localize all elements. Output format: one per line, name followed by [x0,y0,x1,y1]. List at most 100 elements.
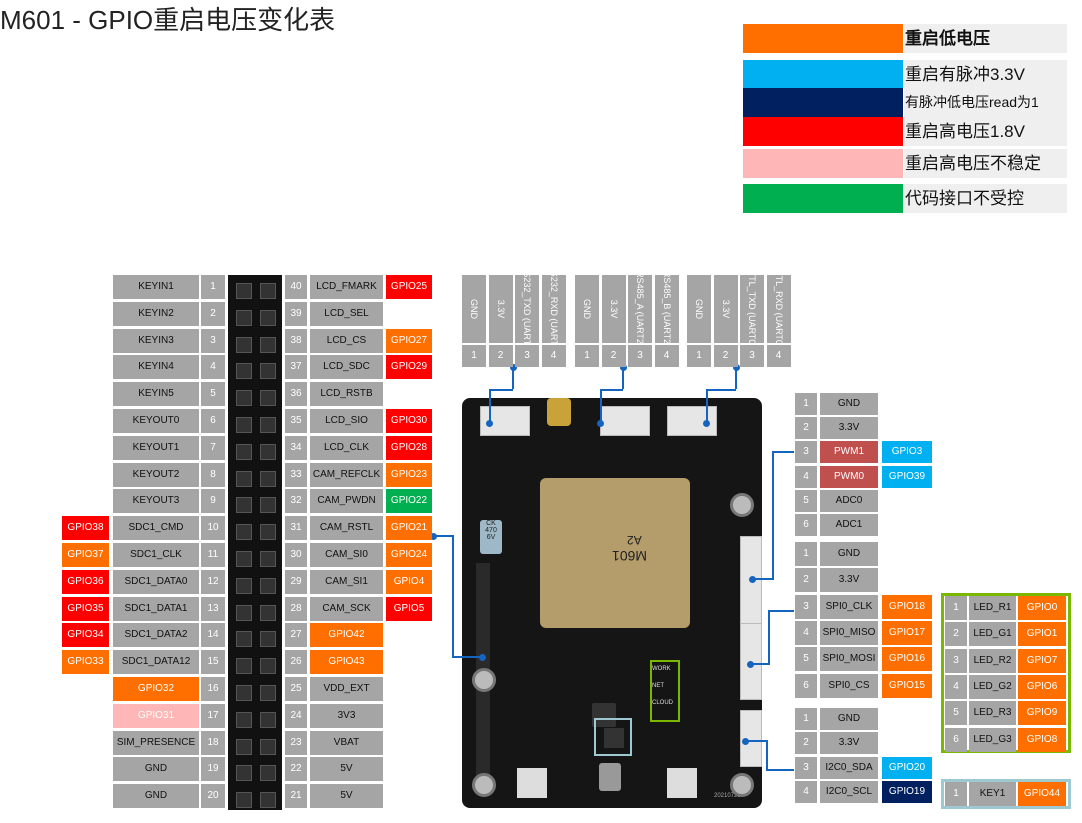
uart-header-label: GND [687,275,711,343]
header-pin [260,470,276,487]
gpio-label: GPIO22 [386,489,432,514]
pin-header-strip [228,275,282,810]
key-block-frame [941,779,1071,809]
top-connector [600,406,650,436]
header-pin [236,336,252,353]
side-connector [740,536,762,630]
pin-number: 30 [285,543,307,567]
pin-name: ADC0 [820,489,878,512]
pin-number: 19 [201,757,225,782]
wire-segment [452,535,454,657]
pin-name: LCD_SEL [310,301,383,326]
pin-number: 6 [945,727,967,752]
pin-number: 11 [201,543,225,567]
header-pin [236,631,252,648]
gpio-label: GPIO29 [386,355,432,380]
pin-name: I2C0_SCL [820,780,878,803]
wire-segment [512,367,514,389]
uart-header-label: 3.3V [713,275,738,343]
legend-swatch [743,117,903,146]
uart-pin-number: 4 [654,345,679,367]
pin-name: GPIO42 [310,623,383,648]
mount-hole [472,773,496,797]
uart-header-label: GND [462,275,486,343]
uart-header-label: 3.3V [488,275,513,343]
wire-segment [750,663,770,665]
pin-number: 12 [201,569,225,594]
header-pin [236,658,252,675]
gpio-label: GPIO39 [882,465,932,488]
pin-name: SDC1_DATA1 [113,596,199,621]
key-highlight [594,718,632,756]
wire-segment [433,535,453,537]
pin-number: 5 [795,647,817,672]
gpio-label: GPIO9 [1018,701,1066,726]
wire-dot [479,654,486,661]
pin-name: GND [820,393,878,415]
key-button [604,728,624,748]
page-title: M601 - GPIO重启电压变化表 [0,5,336,35]
gpio-label: GPIO3 [882,441,932,464]
pin-number: 3 [795,441,817,464]
legend-label: 重启低电压 [904,24,1067,53]
gpio-label: GPIO15 [882,673,932,698]
rst-button [592,703,616,727]
pin-number: 6 [795,514,817,536]
header-pin [236,792,252,809]
uart-label-text: GND [469,299,479,319]
header-pin [260,336,276,353]
uart-label-text: RS485_A (UART2) [635,271,645,347]
pin-name: 3.3V [820,568,878,593]
pin-number: 6 [795,673,817,698]
wire-segment [452,656,482,658]
uart-pin-number: 2 [713,345,738,367]
legend-label: 重启有脉冲3.3V [904,60,1067,89]
pin-number: 3 [795,756,817,779]
pin-name: LED_R3 [969,701,1016,726]
capacitor: CK 470 6V [480,520,502,554]
header-pin [260,443,276,460]
legend-label: 有脉冲低电压read为1 [904,88,1067,117]
wire-dot [597,420,604,427]
wire-segment [768,610,794,612]
pin-name: LED_G2 [969,674,1016,699]
board-date: 20210723 [714,793,741,799]
legend-swatch [743,24,903,53]
pin-number: 31 [285,516,307,541]
legend-swatch [743,88,903,117]
header-pin [260,390,276,407]
pin-name: SPI0_CLK [820,594,878,619]
legend-swatch [743,184,903,213]
header-pin [236,497,252,514]
header-pin [260,524,276,541]
pin-name: LED_R2 [969,648,1016,673]
header-pin [236,711,252,728]
pin-number: 3 [795,594,817,619]
uart-header-label: RS485_A (UART2) [628,271,652,347]
pin-name: 3.3V [820,417,878,440]
pin-name: SDC1_DATA0 [113,569,199,594]
pin-name: PWM1 [820,441,878,464]
pin-number: 4 [795,780,817,803]
header-pin [260,631,276,648]
pin-number: 29 [285,569,307,594]
uart-pin-number: 1 [687,345,711,367]
uart-label-text: RS232_TXD (UART1) [522,264,532,354]
wire-segment [706,389,708,423]
wire-dot [749,576,756,583]
gpio-label: GPIO24 [386,543,432,567]
pin-number: 17 [201,703,225,728]
pin-name: LED_G1 [969,622,1016,647]
pin-number: 5 [201,382,225,407]
uart-header-label: RS232_RXD (UART1) [541,264,566,354]
pin-number: 18 [201,730,225,755]
pin-number: 20 [201,784,225,809]
legend-swatch [743,60,903,89]
uart-pin-number: 3 [628,345,652,367]
pin-name: SPI0_MISO [820,620,878,645]
uart-pin-number: 2 [488,345,513,367]
pin-number: 37 [285,355,307,380]
led-label: CLOUD [652,700,674,706]
antenna-connector [547,398,571,426]
pin-number: 1 [201,275,225,299]
